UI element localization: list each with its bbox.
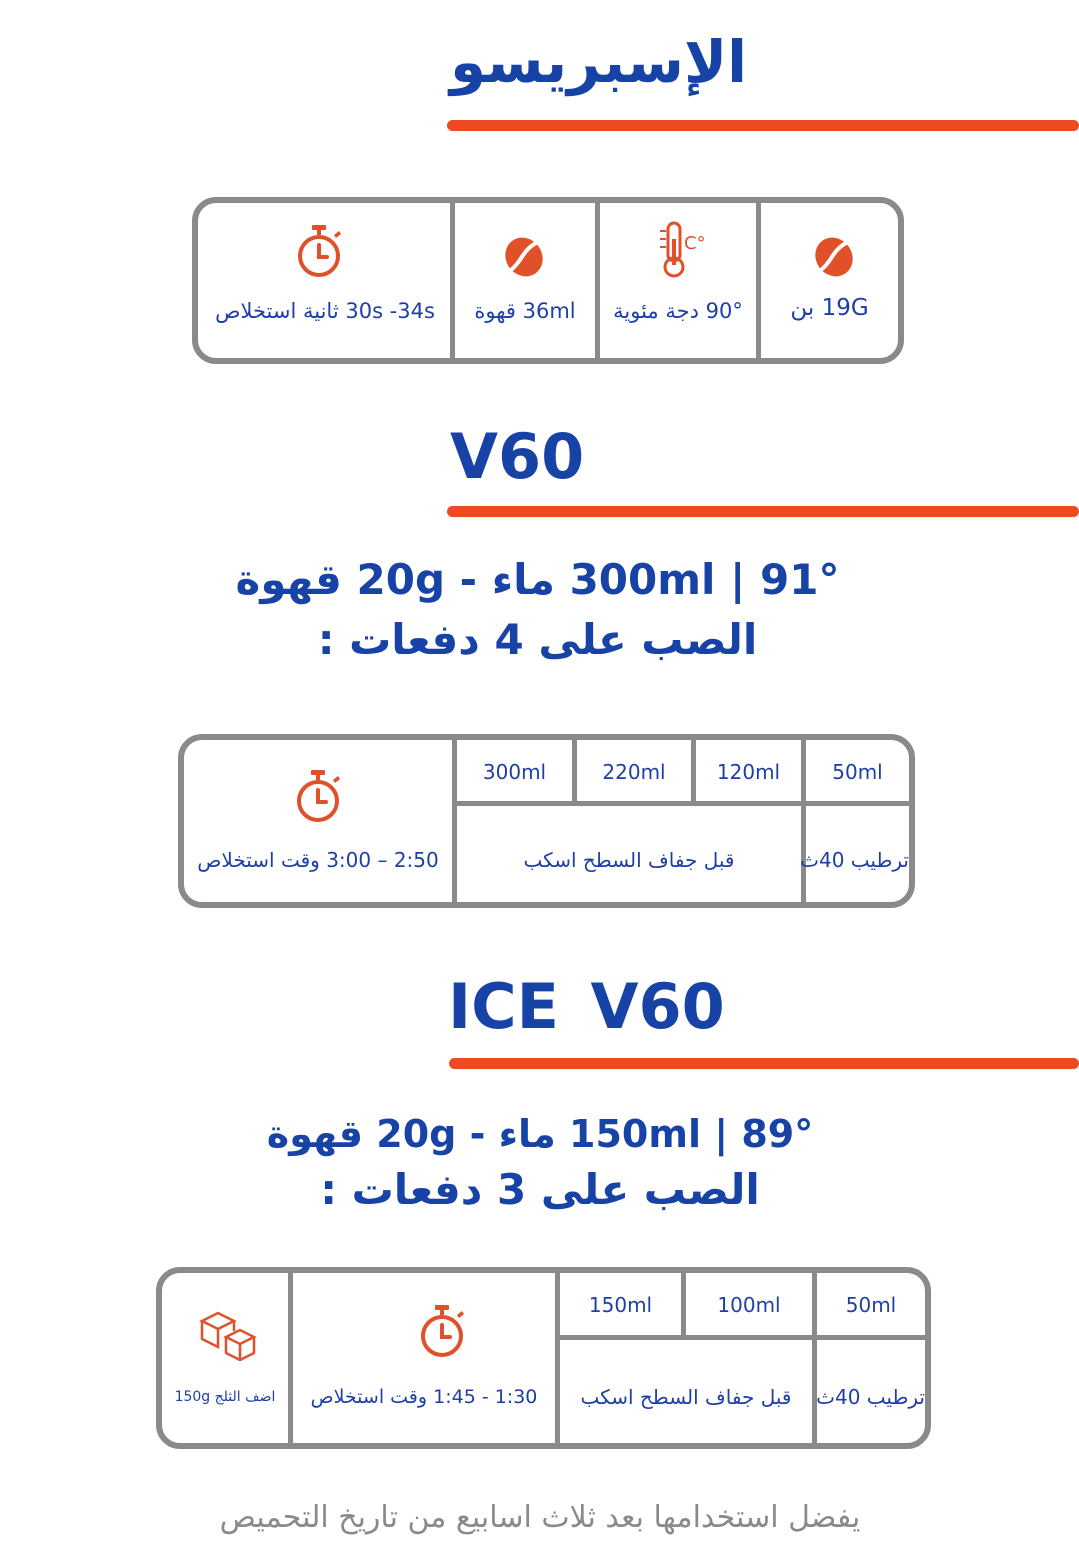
divider — [691, 740, 696, 801]
ice-v60-divider — [449, 1058, 1079, 1069]
espresso-title: الإسبريسو — [450, 28, 748, 96]
divider — [572, 740, 577, 801]
ice-v60-bloom: ترطيب 40ث — [816, 1385, 925, 1409]
coffee-bean-icon — [815, 237, 853, 277]
divider — [681, 1273, 686, 1335]
divider — [288, 1273, 293, 1443]
v60-extraction-time: 2:50 – 3:00 وقت استخلاص — [197, 848, 439, 872]
ice-v60-ice: اضف الثلج 150g — [174, 1389, 276, 1405]
v60-pour-1: 50ml — [832, 760, 883, 784]
v60-pour-note: قبل جفاف السطح اسكب — [523, 848, 735, 872]
ice-cubes-icon — [199, 1311, 257, 1361]
footer-note: يفضل استخدامها بعد ثلاث اسابيع من تاريخ … — [219, 1500, 861, 1535]
espresso-yield: 36ml قهوة — [474, 299, 576, 323]
v60-bloom: ترطيب 40ث — [800, 848, 909, 872]
divider — [452, 740, 457, 902]
svg-text:C°: C° — [684, 233, 706, 254]
ice-v60-pour-count: الصب على 3 دفعات : — [320, 1165, 760, 1214]
v60-pour-3: 220ml — [602, 760, 666, 784]
v60-pour-count: الصب على 4 دفعات : — [317, 615, 758, 664]
divider — [801, 740, 806, 902]
ice-v60-title: ICE V60 — [448, 970, 725, 1043]
espresso-time: 30s -34s ثانية استخلاص — [215, 299, 435, 323]
espresso-dose: 19G بن — [790, 295, 869, 321]
divider — [452, 801, 909, 806]
divider — [595, 203, 600, 358]
stopwatch-icon — [297, 770, 340, 822]
divider — [555, 1335, 925, 1340]
v60-pour-2: 120ml — [716, 760, 781, 784]
ice-v60-pour-note: قبل جفاف السطح اسكب — [580, 1385, 792, 1409]
ice-v60-card: 150ml 100ml 50ml اضف الثلج 150g 1:30 - 1… — [156, 1267, 931, 1449]
v60-pour-4: 300ml — [482, 760, 547, 784]
ice-v60-pour-1: 50ml — [845, 1293, 897, 1317]
divider — [812, 1273, 817, 1443]
espresso-card: 30s -34s ثانية استخلاص 36ml قهوة C° 90° … — [192, 197, 904, 364]
ice-v60-pour-2: 100ml — [717, 1293, 781, 1317]
ice-v60-extraction-time: 1:30 - 1:45 وقت استخلاص — [310, 1386, 538, 1408]
stopwatch-icon — [298, 225, 341, 277]
divider — [450, 203, 455, 358]
thermometer-icon: C° — [660, 221, 706, 278]
v60-card: 300ml 220ml 120ml 50ml 2:50 – 3:00 وقت ا… — [178, 734, 915, 908]
v60-recipe-line: 91° | 300ml ماء - 20g قهوة — [235, 555, 840, 604]
stopwatch-icon — [421, 1305, 464, 1357]
coffee-bean-icon — [505, 237, 543, 277]
divider — [555, 1273, 560, 1443]
ice-v60-recipe-line: 89° | 150ml ماء - 20g قهوة — [266, 1112, 814, 1156]
v60-title: V60 — [450, 420, 585, 493]
v60-divider — [447, 506, 1079, 517]
espresso-divider — [447, 120, 1079, 131]
divider — [756, 203, 761, 358]
ice-v60-pour-3: 150ml — [588, 1293, 653, 1317]
espresso-temp: 90° دجة مئوية — [613, 299, 743, 323]
